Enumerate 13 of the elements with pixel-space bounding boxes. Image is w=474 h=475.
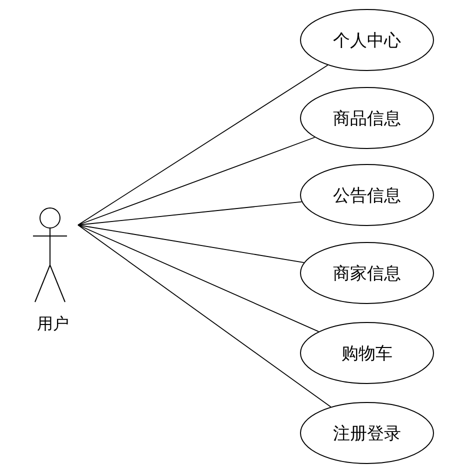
association-line [78, 64, 328, 226]
association-line [78, 224, 320, 332]
use-case-label: 商品信息 [333, 108, 401, 130]
use-case-label: 个人中心 [333, 30, 401, 52]
use-case-label: 商家信息 [333, 262, 401, 284]
use-case-label: 购物车 [342, 342, 392, 364]
association-line [78, 224, 332, 408]
use-case-label: 公告信息 [333, 184, 401, 206]
use-case-label: 注册登录 [333, 422, 401, 444]
association-line [78, 201, 302, 226]
association-line [78, 224, 304, 263]
association-line [78, 136, 316, 226]
actor-label: 用户 [36, 314, 70, 335]
